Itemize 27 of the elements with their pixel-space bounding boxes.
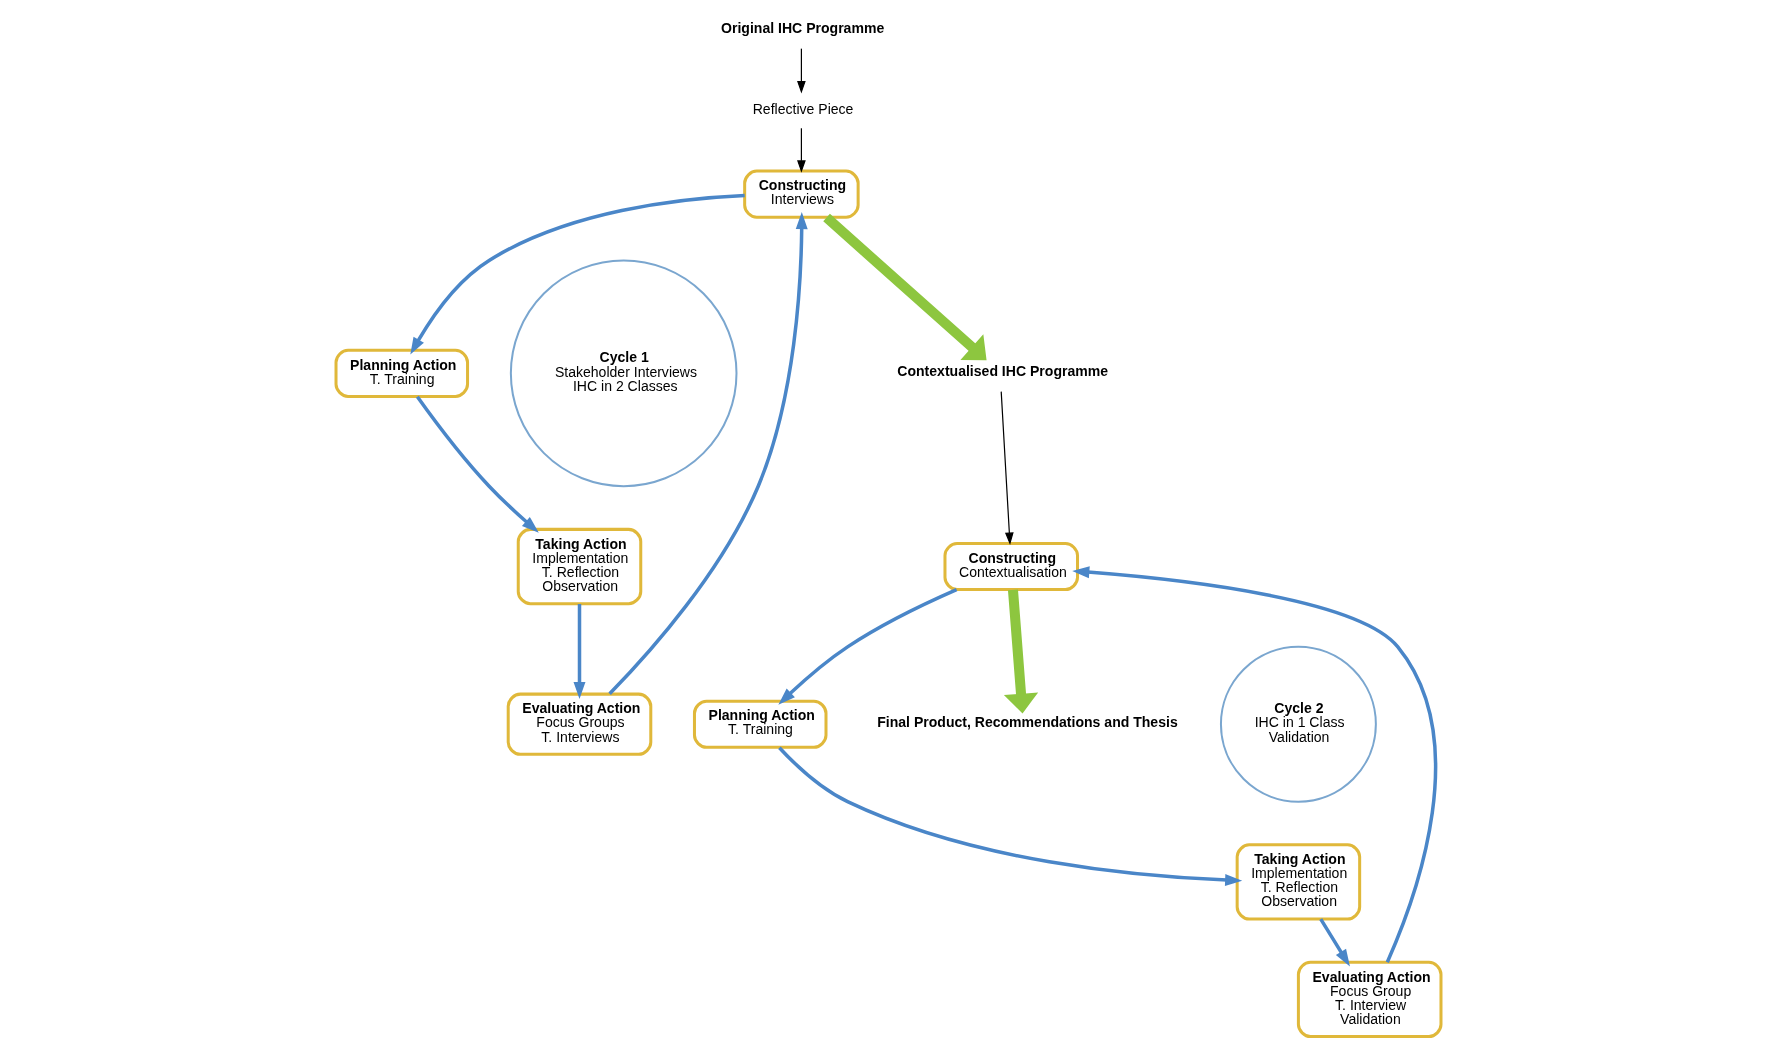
node-box: Constructing Interviews [742, 169, 860, 219]
node-box: Planning Action T. Training [692, 699, 827, 749]
arrow [573, 604, 585, 700]
node-box: Taking Action Implementation T. Reflection Observation [1235, 843, 1361, 921]
arrow [607, 212, 808, 696]
node-box: Taking Action Implementation T. Reflection Observation [516, 527, 642, 606]
node-circle: Cycle 1 Stakeholder Interviews IHC in 2 Classes [509, 259, 737, 488]
arrow [409, 193, 745, 355]
node-box: Constructing Contextualisation [942, 541, 1079, 592]
node-text: Final Product, Recommendations and Thesis [876, 713, 1178, 730]
arrow [415, 395, 539, 533]
node-text: Reflective Piece [752, 100, 853, 117]
node-circle: Cycle 2 IHC in 1 Class Validation [1219, 645, 1377, 803]
node-box: Evaluating Action Focus Groups T. Interviews [506, 692, 652, 756]
node-text: Original IHC Programme [720, 20, 884, 37]
arrow [777, 588, 957, 705]
arrow [1071, 566, 1437, 963]
node-box: Planning Action T. Training [334, 348, 469, 398]
arrow [822, 213, 987, 361]
arrow [1000, 391, 1014, 545]
node-text: Contextualised IHC Programme [896, 363, 1108, 380]
arrow [1003, 589, 1038, 714]
arrow [796, 127, 806, 173]
arrow [796, 48, 806, 94]
node-box: Evaluating Action Focus Group T. Interview Validation [1296, 960, 1442, 1039]
arrow [1318, 918, 1350, 967]
arrow [777, 746, 1242, 886]
